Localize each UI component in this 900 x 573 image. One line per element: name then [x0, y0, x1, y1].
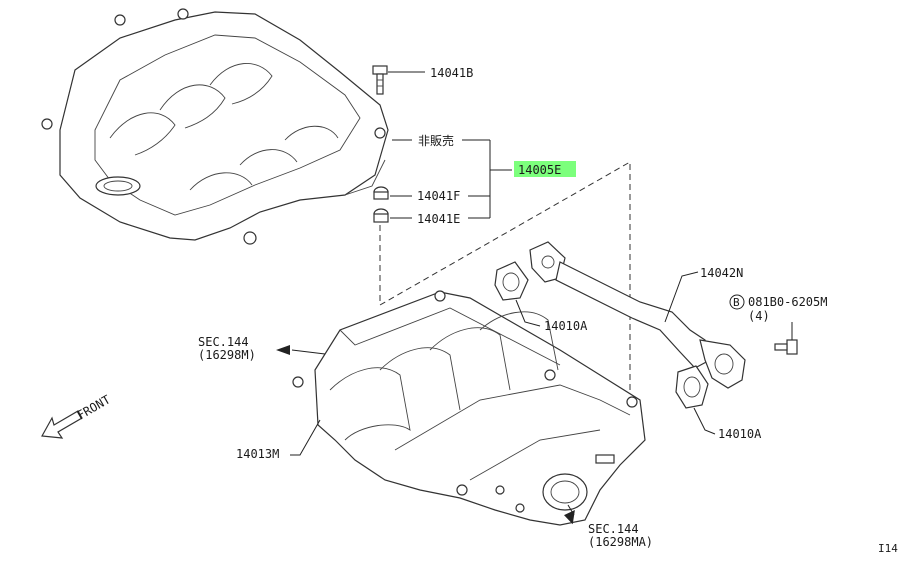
arrow-down-icon — [564, 510, 575, 525]
arrow-left-icon — [276, 345, 290, 355]
gasket-top — [494, 261, 529, 301]
label-assembly: 14005E — [518, 163, 561, 177]
intake-manifold — [292, 290, 646, 526]
label-grommet-e: 14041E — [417, 212, 460, 226]
label-sec-left-2: (16298M) — [198, 348, 256, 362]
pipe-14042n — [529, 241, 746, 389]
label-grommet-f: 14041F — [417, 189, 460, 203]
label-bolt-top: 14041B — [430, 66, 473, 80]
label-corner-ref: I14 — [878, 542, 898, 555]
label-sec-bottom-2: (16298MA) — [588, 535, 653, 549]
label-bolt-qty: (4) — [748, 309, 770, 323]
engine-cover — [41, 8, 389, 245]
label-sec-left-1: SEC.144 — [198, 335, 249, 349]
highlight-box — [514, 161, 576, 177]
label-sec-bottom-1: SEC.144 — [588, 522, 639, 536]
bolt-081b0 — [774, 339, 798, 355]
gasket-right — [675, 365, 709, 409]
label-bolt-circle: B — [733, 296, 740, 309]
label-pipe: 14042N — [700, 266, 743, 280]
label-front: FRONT — [75, 392, 113, 422]
front-arrow-icon — [41, 410, 83, 439]
label-gasket-1: 14010A — [544, 319, 588, 333]
label-bolt-side: 081B0-6205M — [748, 295, 827, 309]
alignment-guide — [379, 161, 631, 395]
grommet-14041f — [373, 186, 389, 200]
grommet-14041e — [373, 208, 389, 223]
label-gasket-2: 14010A — [718, 427, 762, 441]
label-manifold: 14013M — [236, 447, 279, 461]
bolt-14041b — [372, 65, 388, 95]
bolt-type-circle — [729, 294, 745, 310]
label-not-for-sale: 非販売 — [418, 133, 454, 148]
